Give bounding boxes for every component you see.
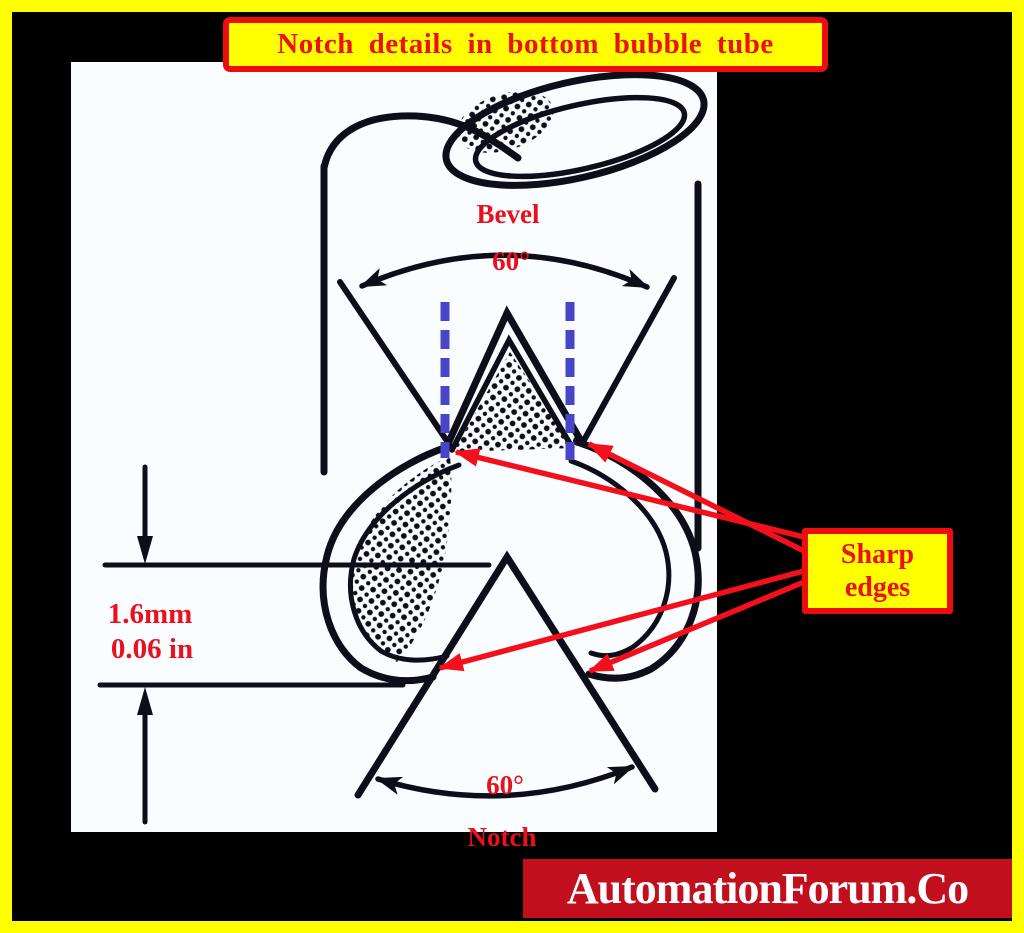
title-banner: Notch details in bottom bubble tube <box>223 17 828 72</box>
notch-v-lines <box>354 550 659 799</box>
watermark-text: AutomationForum.Co <box>566 864 969 913</box>
reference-dashes <box>440 302 575 460</box>
bevel-line-right <box>580 275 677 445</box>
dimension-in-label: 0.06 in <box>111 633 193 665</box>
bevel-angle-arc <box>359 252 650 290</box>
tube-opening-outer <box>442 71 708 189</box>
dimension-lines <box>97 464 492 825</box>
notch-profile <box>354 550 659 799</box>
bevel-v-inner <box>449 334 575 453</box>
circle-stipple-crescent <box>352 456 452 662</box>
bevel-stipple-triangle <box>453 352 574 452</box>
bevel-v-outer <box>443 305 585 450</box>
watermark-banner: AutomationForum.Co <box>523 859 1012 918</box>
sharp-edges-callout: Sharp edges <box>802 528 953 614</box>
circle-outer-left-arc <box>319 443 451 685</box>
sharp-edge-point-right <box>573 436 583 446</box>
sharp-edges-line1: Sharp <box>840 539 915 570</box>
tube-outline <box>320 71 708 552</box>
notch-angle-label: 60° <box>486 770 524 800</box>
bevel-angle-label: 60° <box>492 246 530 276</box>
dimension-arrow-up-head <box>137 687 153 715</box>
dimension-mm-label: 1.6mm <box>108 598 193 630</box>
drawing-panel: Bevel 60° 1.6mm 0.06 in 60° <box>71 62 717 832</box>
bevel-cut <box>337 252 677 453</box>
dimension-arrow-down-head <box>137 536 153 564</box>
bevel-line-left <box>337 279 452 447</box>
bevel-label: Bevel <box>477 199 540 229</box>
circle-inner-left-arc <box>348 462 462 663</box>
annotation-texts: Bevel 60° 1.6mm 0.06 in 60° <box>108 199 540 800</box>
notch-label: Notch <box>467 822 537 852</box>
title-text: Notch details in bottom bubble tube <box>277 28 774 60</box>
sharp-edges-line2: edges <box>844 572 911 603</box>
tube-opening-inner <box>472 94 688 180</box>
notch-angle-arc <box>375 764 635 799</box>
bubble-tube-drawing: Bevel 60° 1.6mm 0.06 in 60° <box>97 71 708 825</box>
tube-top-edge <box>320 112 522 172</box>
